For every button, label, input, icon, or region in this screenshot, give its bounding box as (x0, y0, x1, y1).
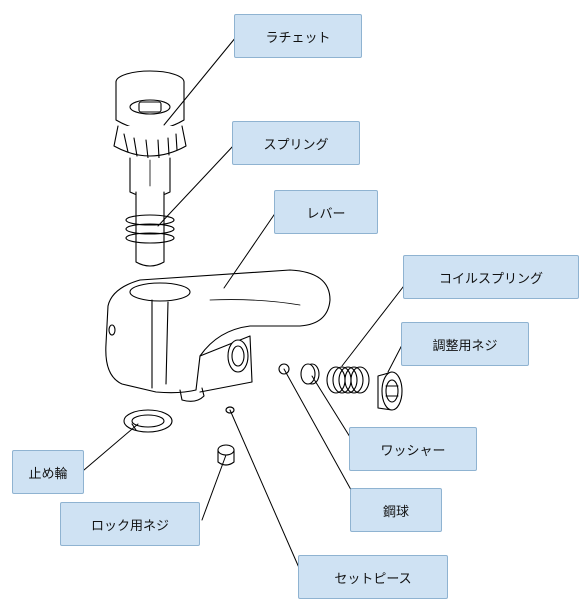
coil-spring-part (326, 366, 370, 394)
set-piece-part (225, 406, 235, 414)
label-coil-spring: コイルスプリング (403, 255, 579, 299)
label-lever: レバー (274, 190, 378, 234)
label-set-piece: セットピース (298, 555, 448, 599)
label-retaining-ring: 止め輪 (12, 450, 84, 494)
label-spring: スプリング (232, 121, 360, 165)
retaining-ring-part (123, 409, 173, 433)
label-ratchet: ラチェット (234, 14, 362, 58)
label-adjust-screw: 調整用ネジ (401, 322, 529, 366)
lock-screw-part (217, 444, 235, 466)
lever-part (105, 269, 331, 402)
adjust-screw-part (377, 371, 403, 411)
label-steel-ball: 鋼球 (350, 488, 442, 532)
spring-part (125, 214, 175, 244)
label-lock-screw: ロック用ネジ (60, 502, 200, 546)
label-washer: ワッシャー (349, 427, 477, 471)
leader-lines (83, 36, 411, 571)
ratchet-part (113, 70, 187, 267)
washer-part (300, 363, 320, 385)
